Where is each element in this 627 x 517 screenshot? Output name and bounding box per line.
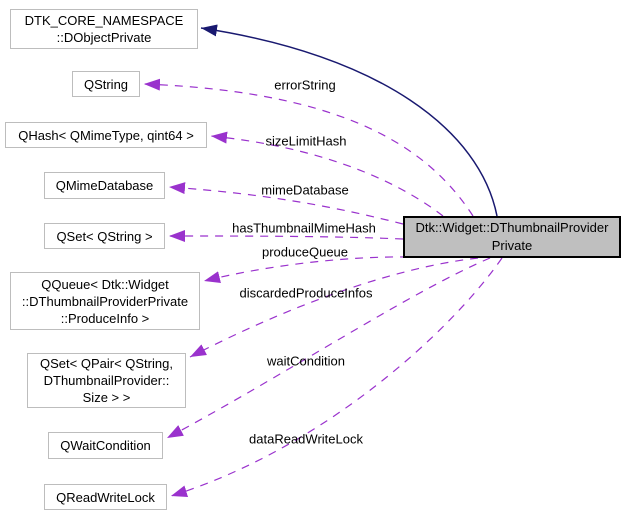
- node-qwaitcondition[interactable]: QWaitCondition: [48, 432, 163, 459]
- edge-usage-discardedproduceinfos: [189, 257, 479, 358]
- node-qset-qstring[interactable]: QSet< QString >: [44, 223, 165, 249]
- edge-label-hasthumbnailmimehash: hasThumbnailMimeHash: [232, 220, 376, 236]
- edge-label-sizelimithash: sizeLimitHash: [265, 133, 347, 149]
- edge-usage-hasthumbnailmimehash: [168, 230, 404, 243]
- edge-label-datareadwritelock: dataReadWriteLock: [249, 431, 363, 447]
- node-qstring[interactable]: QString: [72, 71, 140, 97]
- node-qqueue-produceinfo[interactable]: QQueue< Dtk::Widget ::DThumbnailProvider…: [10, 272, 200, 330]
- node-dobjectprivate[interactable]: DTK_CORE_NAMESPACE ::DObjectPrivate: [10, 9, 198, 49]
- edge-label-mimedatabase: mimeDatabase: [261, 182, 349, 198]
- edge-label-errorstring: errorString: [274, 77, 336, 93]
- node-qreadwritelock[interactable]: QReadWriteLock: [44, 484, 167, 510]
- edge-usage-sizelimithash: [210, 131, 444, 217]
- edge-usage-errorstring: [143, 78, 474, 217]
- node-qmimedatabase[interactable]: QMimeDatabase: [44, 172, 165, 199]
- edge-label-discardedproduceinfos: discardedProduceInfos: [239, 285, 373, 301]
- edge-usage-producequeue: [203, 256, 409, 283]
- node-qhash[interactable]: QHash< QMimeType, qint64 >: [5, 122, 207, 148]
- edge-label-waitcondition: waitCondition: [266, 353, 346, 369]
- edge-usage-mimedatabase: [168, 182, 404, 225]
- node-qset-qpair[interactable]: QSet< QPair< QString, DThumbnailProvider…: [27, 353, 186, 408]
- edge-label-producequeue: produceQueue: [261, 244, 349, 260]
- node-main-dthumbnailproviderprivate: Dtk::Widget::DThumbnailProvider Private: [403, 216, 621, 258]
- edge-usage-waitcondition: [166, 257, 491, 439]
- edge-usage-datareadwritelock: [170, 257, 503, 497]
- edge-inheritance-dobjectprivate: [200, 24, 498, 217]
